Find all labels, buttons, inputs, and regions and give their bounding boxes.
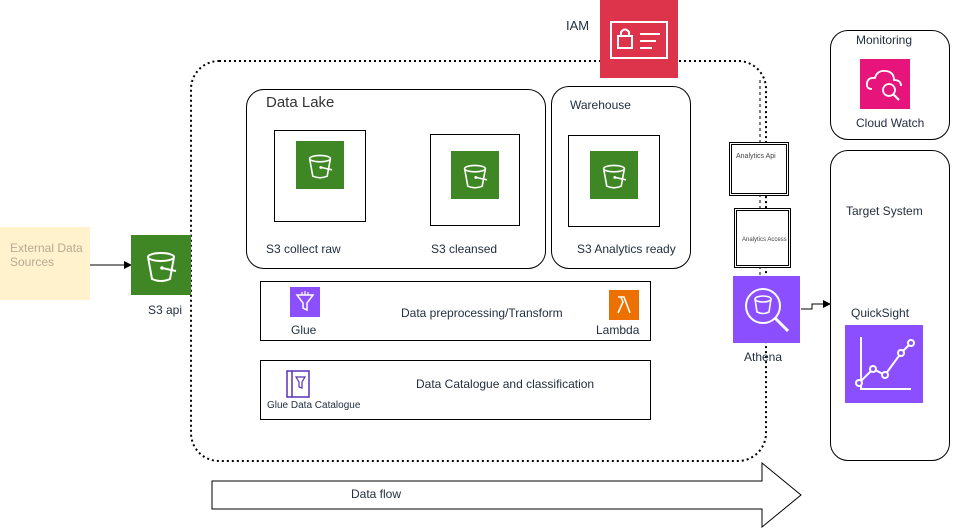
lambda-label: Lambda	[596, 323, 640, 337]
s3-api-bucket-icon	[131, 235, 191, 295]
external-sources-label: External Data Sources	[10, 241, 83, 269]
lambda-icon	[609, 290, 639, 320]
athena-magnifier-bucket-icon	[733, 276, 800, 343]
data-platform-boundary	[190, 60, 767, 462]
cloud-watch-label: Cloud Watch	[856, 116, 925, 130]
target-system-group	[830, 150, 950, 461]
catalogue-classification-label: Data Catalogue and classification	[416, 377, 595, 391]
analytics-api-label: Analytics Api	[736, 153, 776, 160]
data-flow-label: Data flow	[351, 487, 402, 501]
s3-analytics-ready-bucket-icon	[590, 151, 638, 199]
athena-label: Athena	[744, 350, 783, 364]
external-to-s3-arrowhead	[124, 261, 132, 269]
glue-catalogue-book-icon	[284, 369, 312, 399]
s3-collect-raw-label: S3 collect raw	[266, 242, 341, 256]
monitoring-label: Monitoring	[856, 33, 913, 47]
glue-funnel-icon	[290, 287, 320, 317]
analytics-access-box	[734, 208, 791, 268]
s3-cleansed-bucket-icon	[451, 151, 499, 199]
catalogue-box	[260, 360, 651, 420]
preprocessing-label: Data preprocessing/Transform	[401, 306, 563, 320]
data-lake-label: Data Lake	[266, 94, 335, 111]
warehouse-label: Warehouse	[570, 98, 631, 112]
analytics-access-label: Analytics Access	[742, 237, 787, 243]
data-flow-arrow	[211, 461, 802, 529]
quicksight-line-chart-icon	[845, 325, 923, 403]
athena-to-quicksight-arrowhead	[823, 300, 831, 308]
preprocessing-box	[260, 281, 651, 341]
s3-cleansed-label: S3 cleansed	[431, 242, 498, 256]
iam-id-card-lock-icon	[600, 0, 678, 78]
glue-catalogue-label: Glue Data Catalogue	[267, 400, 361, 411]
cloudwatch-cloud-magnifier-icon	[860, 59, 910, 109]
glue-label: Glue	[291, 323, 317, 337]
analytics-api-box	[729, 142, 789, 196]
iam-label: IAM	[566, 18, 590, 33]
s3-collect-raw-bucket-icon	[296, 141, 344, 189]
s3-api-label: S3 api	[148, 303, 183, 317]
quicksight-label: QuickSight	[851, 306, 910, 320]
athena-to-quicksight-connector	[801, 303, 824, 310]
s3-analytics-ready-label: S3 Analytics ready	[577, 242, 676, 256]
target-system-label: Target System	[846, 204, 923, 218]
external-sources-box	[0, 227, 90, 300]
